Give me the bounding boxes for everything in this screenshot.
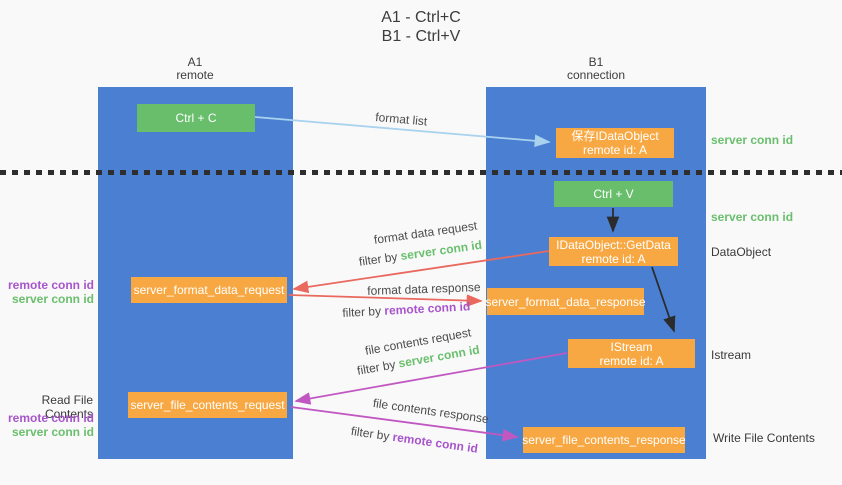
ctrl-v-node: Ctrl + V xyxy=(554,181,673,207)
lane-a1-subtitle: remote xyxy=(176,68,214,82)
remote-conn-id-annotation-bottom: remote conn id xyxy=(7,411,94,425)
filter-by-prefix-4: filter by xyxy=(350,424,394,444)
lane-header-b1: B1 connection xyxy=(521,56,671,82)
ctrl-v-label: Ctrl + V xyxy=(593,187,634,201)
save-dataobject-line2: remote id: A xyxy=(582,143,648,157)
lane-b1-name: B1 xyxy=(588,55,604,69)
ctrl-c-node: Ctrl + C xyxy=(137,104,255,132)
getdata-line2: remote id: A xyxy=(581,251,646,266)
server-format-data-response-label: server_format_data_response xyxy=(485,294,646,309)
dataobject-annotation: DataObject xyxy=(711,245,772,259)
filter-by-prefix-3: filter by xyxy=(356,356,400,378)
title-line-ctrl-c: A1 - Ctrl+C xyxy=(381,9,461,26)
server-file-contents-response-node: server_file_contents_response xyxy=(522,427,686,453)
write-file-contents-annotation: Write File Contents xyxy=(713,431,815,445)
save-dataobject-node: 保存IDataObject remote id: A xyxy=(556,128,674,158)
server-format-data-request-node: server_format_data_request xyxy=(131,277,287,303)
remote-conn-id-highlight-1: remote conn id xyxy=(383,299,471,318)
server-conn-id-annotation-left-bottom: server conn id xyxy=(11,425,94,439)
getdata-line1: IDataObject::GetData xyxy=(556,237,671,252)
left-conn-id-pair-bottom: remote conn id server conn id xyxy=(0,411,94,439)
session-divider-dotted-line xyxy=(0,170,842,175)
ctrl-c-label: Ctrl + C xyxy=(175,111,217,125)
server-format-data-response-node: server_format_data_response xyxy=(485,288,646,315)
diagram-title: A1 - Ctrl+C B1 - Ctrl+V xyxy=(0,8,842,46)
istream-line1: IStream xyxy=(610,339,653,354)
file-contents-response-label: file contents response xyxy=(372,396,490,427)
left-conn-id-pair-top: remote conn id server conn id xyxy=(0,278,94,306)
server-format-data-request-label: server_format_data_request xyxy=(133,283,285,297)
server-conn-id-annotation-mid: server conn id xyxy=(711,210,794,224)
format-data-response-label: format data response xyxy=(367,280,481,298)
filter-by-prefix-2: filter by xyxy=(342,303,385,320)
remote-conn-id-highlight-2: remote conn id xyxy=(391,429,479,456)
title-line-ctrl-v: B1 - Ctrl+V xyxy=(381,28,461,45)
server-conn-id-annotation-top: server conn id xyxy=(711,133,794,147)
istream-node: IStream remote id: A xyxy=(568,339,695,368)
istream-annotation: Istream xyxy=(711,348,752,362)
filter-by-prefix-1: filter by xyxy=(358,249,402,269)
lane-a1-name: A1 xyxy=(187,55,203,69)
lane-header-a1: A1 remote xyxy=(120,56,270,82)
istream-line2: remote id: A xyxy=(599,353,664,368)
save-dataobject-line1: 保存IDataObject xyxy=(571,129,659,143)
server-conn-id-annotation-left-top: server conn id xyxy=(11,292,94,306)
filter-by-remote-conn-id-label-1: filter by remote conn id xyxy=(342,299,471,320)
server-file-contents-response-label: server_file_contents_response xyxy=(522,433,686,447)
lane-b1-subtitle: connection xyxy=(566,68,626,82)
format-list-label: format list xyxy=(374,110,428,129)
filter-by-remote-conn-id-label-2: filter by remote conn id xyxy=(350,424,479,456)
getdata-node: IDataObject::GetData remote id: A xyxy=(549,237,678,266)
server-file-contents-request-label: server_file_contents_request xyxy=(130,398,285,412)
server-file-contents-request-node: server_file_contents_request xyxy=(128,392,287,418)
read-file-contents-annotation: Read File Contents xyxy=(41,393,93,421)
remote-conn-id-annotation-top: remote conn id xyxy=(7,278,94,292)
